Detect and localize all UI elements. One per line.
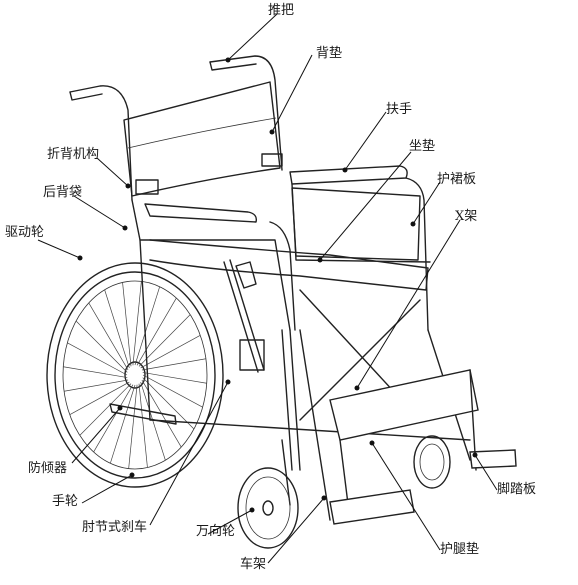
drive-wheel-graphic bbox=[46, 262, 224, 488]
wheel-spoke bbox=[104, 289, 130, 369]
wheel-spoke bbox=[138, 383, 148, 468]
tipping-lever-graphic bbox=[109, 403, 177, 425]
wheel-spoke bbox=[93, 384, 134, 453]
label-push-handle: 推把 bbox=[268, 3, 295, 18]
wheel-spoke bbox=[67, 342, 128, 376]
label-armrest: 扶手 bbox=[386, 102, 413, 117]
wheel-spoke bbox=[79, 383, 132, 436]
wheel-spoke bbox=[136, 297, 177, 366]
wheel-spoke bbox=[142, 372, 207, 384]
wheel-spoke bbox=[142, 374, 203, 408]
wheel-spoke bbox=[140, 381, 166, 461]
leader-lines bbox=[37, 13, 498, 564]
label-elbow-brake: 肘节式刹车 bbox=[82, 520, 148, 535]
label-hand-rim: 手轮 bbox=[52, 494, 79, 509]
wheel-spoke bbox=[138, 314, 191, 367]
label-leg-pad: 护腿垫 bbox=[440, 542, 480, 557]
label-drive-wheel: 驱动轮 bbox=[5, 225, 45, 240]
caster-graphic bbox=[237, 435, 451, 549]
label-back-pad: 背垫 bbox=[316, 46, 343, 61]
label-rear-back-pocket: 后背袋 bbox=[43, 185, 83, 200]
wheel-spoke bbox=[134, 286, 161, 366]
label-seat-pad: 坐垫 bbox=[409, 139, 436, 154]
label-frame: 车架 bbox=[240, 557, 267, 572]
wheel-spoke bbox=[69, 381, 130, 415]
wheel-spoke bbox=[132, 281, 142, 366]
label-tipping-lever: 防倾器 bbox=[28, 461, 68, 476]
legrest-graphic bbox=[329, 369, 517, 525]
label-x-frame: X架 bbox=[455, 209, 478, 224]
wheel-spoke bbox=[64, 379, 129, 392]
wheel-spoke bbox=[140, 335, 201, 369]
wheel-spoke bbox=[75, 320, 128, 373]
back-frame-graphic bbox=[69, 55, 283, 201]
wheel-spoke bbox=[122, 282, 132, 367]
wheel-spoke bbox=[63, 366, 128, 378]
wheel-spoke bbox=[128, 384, 138, 469]
wheel-spoke bbox=[142, 377, 195, 430]
side-frame-graphic bbox=[131, 165, 471, 521]
wheel-spoke bbox=[88, 302, 129, 371]
label-folding-back-latch: 折背机构 bbox=[47, 147, 100, 162]
label-footrest: 脚踏板 bbox=[497, 482, 537, 497]
brake-graphic bbox=[223, 259, 265, 373]
label-skirt-guard: 护裙板 bbox=[437, 172, 477, 187]
wheel-spoke bbox=[141, 358, 206, 371]
wheel-spoke bbox=[109, 384, 136, 464]
label-caster: 万向轮 bbox=[196, 524, 236, 539]
